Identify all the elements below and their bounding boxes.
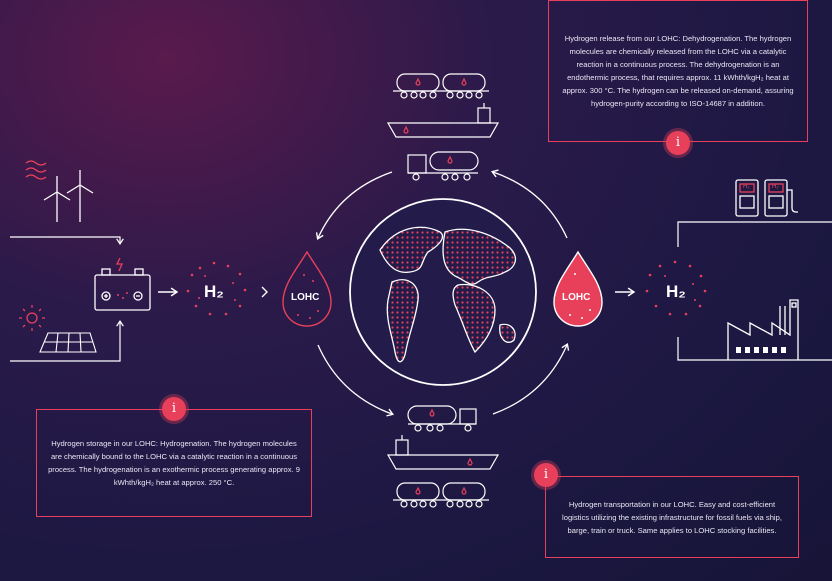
pump-label-1: H₂ <box>743 184 750 190</box>
h2-label-left: H₂ <box>204 282 224 301</box>
pump-label-2: H₂ <box>772 184 779 190</box>
wind-turbine-icon <box>43 170 94 222</box>
h2-cloud-right <box>645 260 707 316</box>
ship-icon <box>386 103 500 138</box>
train-icon <box>393 73 489 99</box>
sun-icon <box>19 305 45 331</box>
lohc-label-left: LOHC <box>291 292 320 303</box>
truck-icon <box>407 151 479 181</box>
dehydrogenation-box: Hydrogen release from our LOHC: Dehydrog… <box>548 0 808 142</box>
wind-icon <box>25 160 47 180</box>
battery-icon <box>94 257 151 311</box>
hydrogenation-box: Hydrogen storage in our LOHC: Hydrogenat… <box>36 409 312 517</box>
dehydrogenation-text: Hydrogen release from our LOHC: Dehydrog… <box>562 34 794 108</box>
droplet-icon <box>282 250 332 327</box>
transportation-text: Hydrogen transportation in our LOHC. Eas… <box>562 499 782 535</box>
transportation-box: Hydrogen transportation in our LOHC. Eas… <box>545 476 799 558</box>
ship-icon <box>386 435 500 470</box>
truck-icon <box>407 405 477 432</box>
solar-panel-icon <box>39 332 97 353</box>
lohc-label-right: LOHC <box>562 292 591 303</box>
droplet-icon <box>553 250 603 327</box>
fuel-pump-icon <box>735 179 798 217</box>
info-icon[interactable]: i <box>534 463 558 487</box>
info-icon[interactable]: i <box>666 131 690 155</box>
factory-icon <box>727 299 799 360</box>
globe-icon <box>349 198 537 386</box>
hydrogenation-text: Hydrogen storage in our LOHC: Hydrogenat… <box>48 439 300 487</box>
h2-cloud-left <box>186 261 247 316</box>
h2-label-right: H₂ <box>666 282 686 301</box>
info-icon[interactable]: i <box>162 397 186 421</box>
train-icon <box>393 482 489 508</box>
